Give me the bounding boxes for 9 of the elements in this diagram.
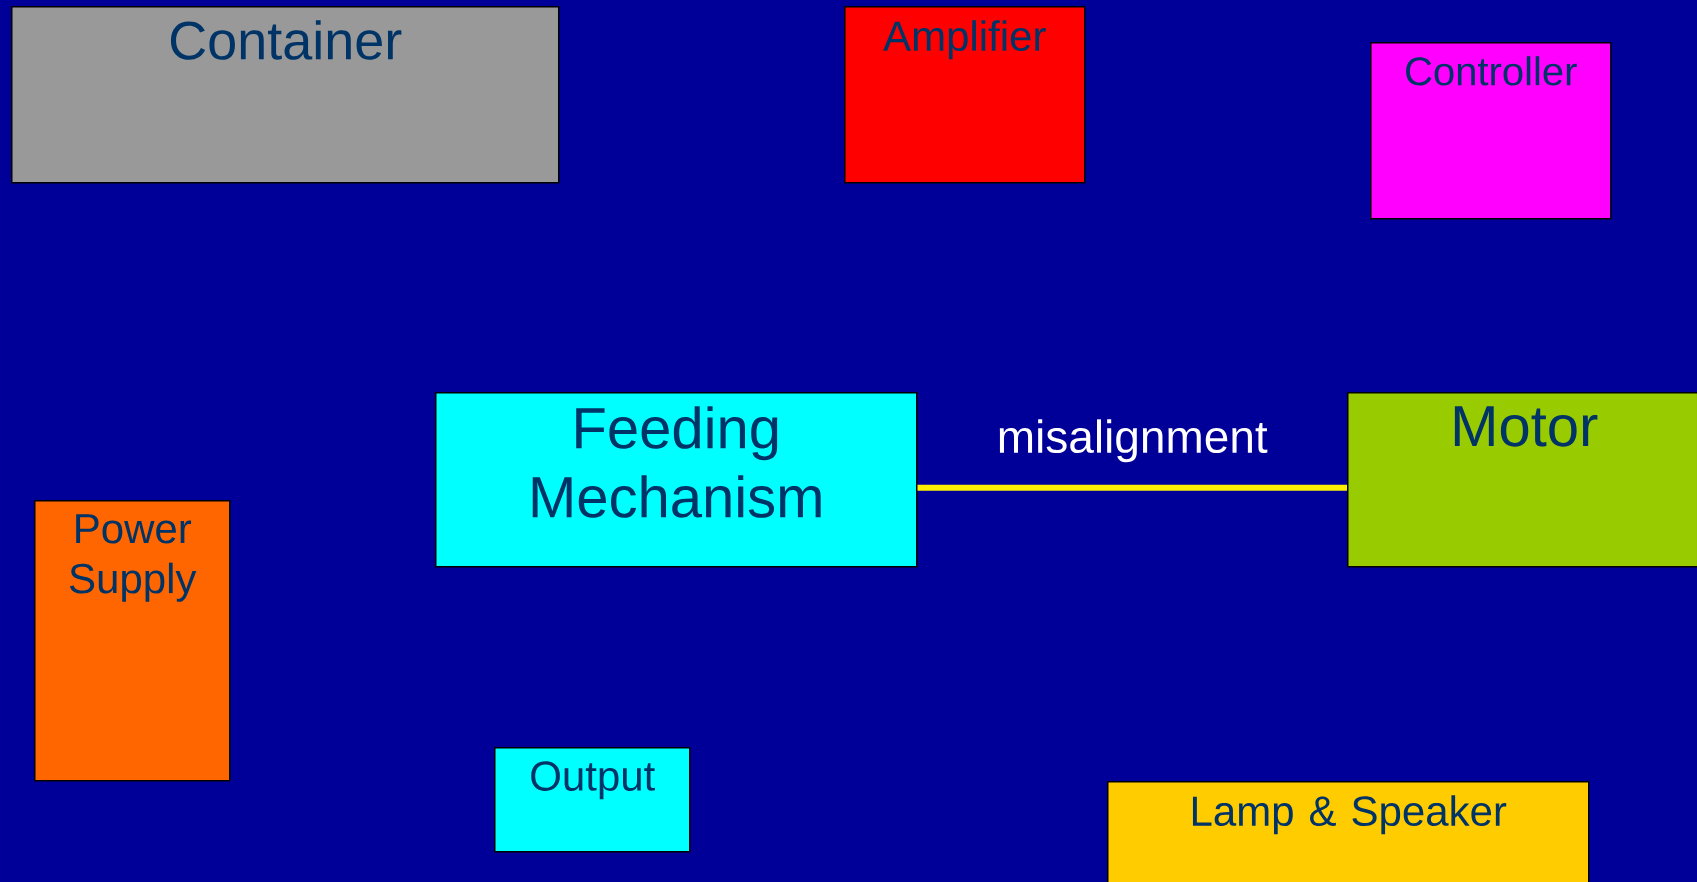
process-box: Power Supply: [34, 500, 231, 782]
edge-label: misalignment: [999, 419, 1268, 463]
process-box: Controller: [1370, 42, 1612, 220]
process-box: Feeding Mechanism: [435, 392, 918, 568]
process-box: Container: [11, 6, 560, 184]
process-box: Output: [494, 747, 691, 853]
process-box: Amplifier: [844, 6, 1086, 184]
process-box: Lamp & Speaker: [1107, 781, 1590, 882]
process-box: Motor: [1347, 392, 1697, 568]
